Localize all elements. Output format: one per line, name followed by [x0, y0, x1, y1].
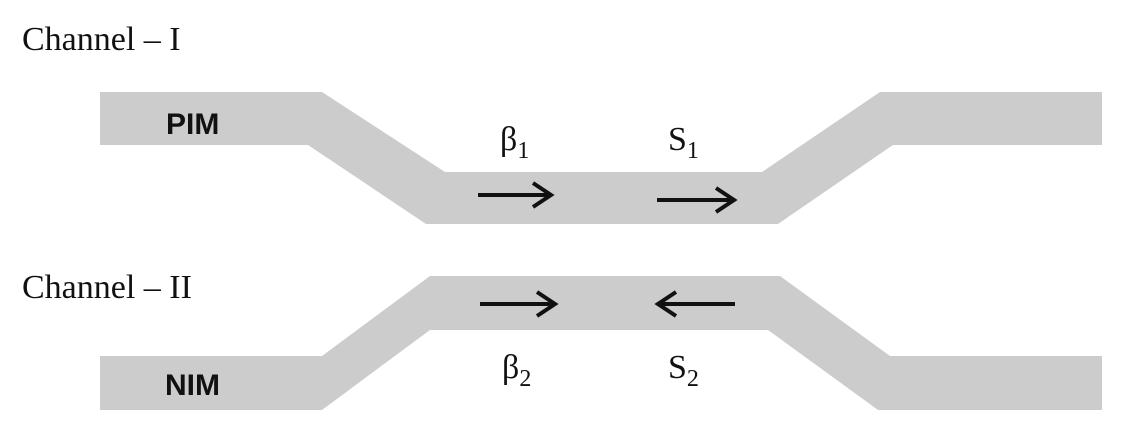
channel-1-beta-subscript: 1: [517, 138, 529, 164]
channel-1-material-label: PIM: [166, 108, 219, 141]
channel-2-poynting-subscript: 2: [687, 366, 699, 392]
channel-2-beta-subscript: 2: [519, 366, 531, 392]
channel-1-poynting-symbol: S: [668, 121, 687, 158]
channel-2-poynting-arrow: [654, 290, 735, 318]
channel-1-beta-label: β1: [500, 121, 529, 164]
channel-1-waveguide: [100, 92, 1102, 224]
channel-1-beta-arrow: [478, 181, 555, 209]
channel-2-poynting-symbol: S: [668, 349, 687, 386]
channel-1-poynting-arrow: [657, 186, 738, 214]
channel-2-beta-arrow: [480, 290, 559, 318]
channel-2-beta-label: β2: [502, 349, 531, 392]
channel-1-poynting-subscript: 1: [687, 138, 699, 164]
channel-2-beta-symbol: β: [502, 349, 519, 386]
channel-2-poynting-label: S2: [668, 349, 699, 392]
channel-1-title: Channel – I: [22, 21, 181, 58]
channel-1-beta-symbol: β: [500, 121, 517, 158]
channel-2-title: Channel – II: [22, 269, 192, 306]
channel-2-waveguide: [100, 276, 1102, 410]
channel-2-material-label: NIM: [165, 369, 220, 402]
channel-1-poynting-label: S1: [668, 121, 699, 164]
